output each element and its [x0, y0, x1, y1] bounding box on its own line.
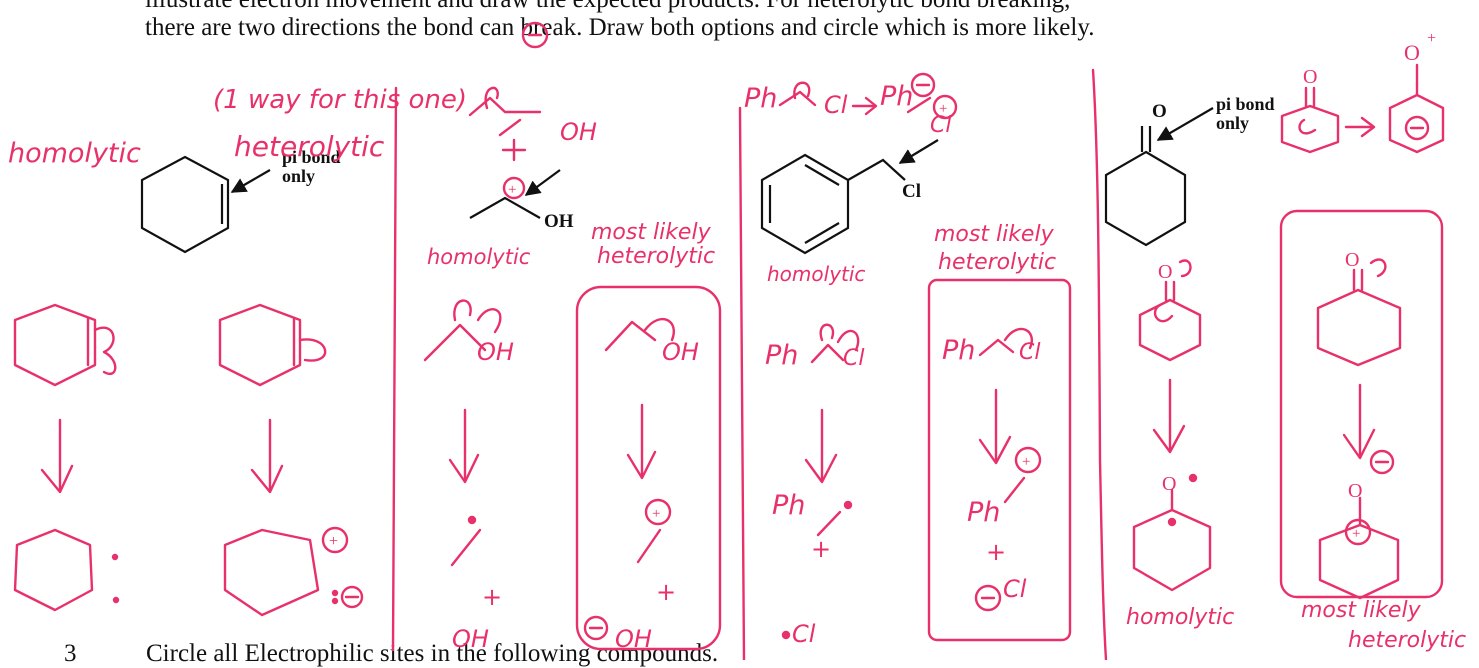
svg-text:+: + [508, 182, 516, 198]
label-heterolytic-4: heterolytic [1348, 628, 1467, 653]
hw-plus-4: + [986, 538, 1007, 566]
label-homolytic-3: homolytic [767, 262, 866, 286]
svg-text:O: O [1303, 66, 1317, 88]
cyclohexanone-ring [1104, 150, 1187, 247]
hw-cl-4: Cl [1019, 340, 1041, 365]
svg-text:O: O [1162, 473, 1176, 495]
label-most-likely-3: most likely [934, 222, 1054, 247]
instruction-line-2: there are two directions the bond can br… [145, 14, 1095, 41]
handwritten-drawings: + + [13, 21, 1445, 660]
hw-ph-3: Ph [765, 340, 799, 371]
svg-text:+: + [1352, 526, 1360, 542]
svg-text:O: O [1348, 480, 1362, 502]
atom-label-cl: Cl [902, 181, 921, 202]
hw-ph-6: Ph [967, 497, 1001, 528]
svg-text:+: + [1427, 30, 1436, 47]
label-most-likely-4: most likely [1301, 598, 1421, 623]
hw-ph-4: Ph [942, 335, 976, 366]
hw-cl-1: Cl [824, 91, 848, 119]
atom-label-o: O [1152, 101, 1167, 122]
printed-structures [140, 107, 1214, 255]
hw-oh-1: OH [560, 118, 597, 146]
note-one-way: (1 way for this one) [213, 85, 468, 115]
svg-text:+: + [652, 506, 660, 522]
label-heterolytic-3: heterolytic [938, 250, 1057, 275]
label-homolytic-2: homolytic [427, 245, 531, 269]
hw-ph-1: Ph [744, 83, 778, 114]
hw-oh-4: OH [452, 625, 489, 653]
svg-text:O: O [1404, 40, 1420, 65]
hw-cl-6: Cl [1003, 575, 1027, 603]
hw-plus-1: + [482, 583, 503, 611]
label-most-likely-2: most likely [591, 220, 711, 245]
cyclohexene-ring [140, 155, 230, 254]
svg-text:+: + [1022, 454, 1030, 470]
svg-text:O: O [1158, 261, 1172, 283]
label-heterolytic-2: heterolytic [597, 244, 716, 269]
hw-ph-5: Ph [772, 490, 806, 521]
atom-label-oh: OH [544, 211, 574, 232]
hw-ph-2: Ph [880, 81, 914, 112]
svg-text:+: + [939, 101, 947, 117]
hw-cl-2: Cl [930, 113, 952, 138]
pi-bond-label-1: pi bond only [282, 147, 341, 186]
instruction-line-1: illustrate electron movement and draw th… [145, 0, 1455, 14]
hw-plus-2: + [656, 578, 677, 606]
label-heterolytic-1: heterolytic [234, 130, 385, 163]
ethanol-chain [469, 196, 541, 219]
hw-oh-2: OH [477, 338, 514, 366]
pi-bond-label-2: pi bond only [1216, 94, 1275, 133]
benzene-ring [760, 153, 850, 255]
label-homolytic-1: homolytic [8, 138, 141, 169]
hw-cl-3: Cl [843, 346, 865, 371]
hw-oh-3: OH [662, 338, 699, 366]
svg-text:O: O [1345, 249, 1359, 271]
svg-text:+: + [329, 533, 338, 550]
hw-plus-3: + [811, 535, 832, 563]
hw-cl-5: Cl [792, 620, 816, 648]
label-homolytic-4: homolytic [1126, 605, 1235, 630]
